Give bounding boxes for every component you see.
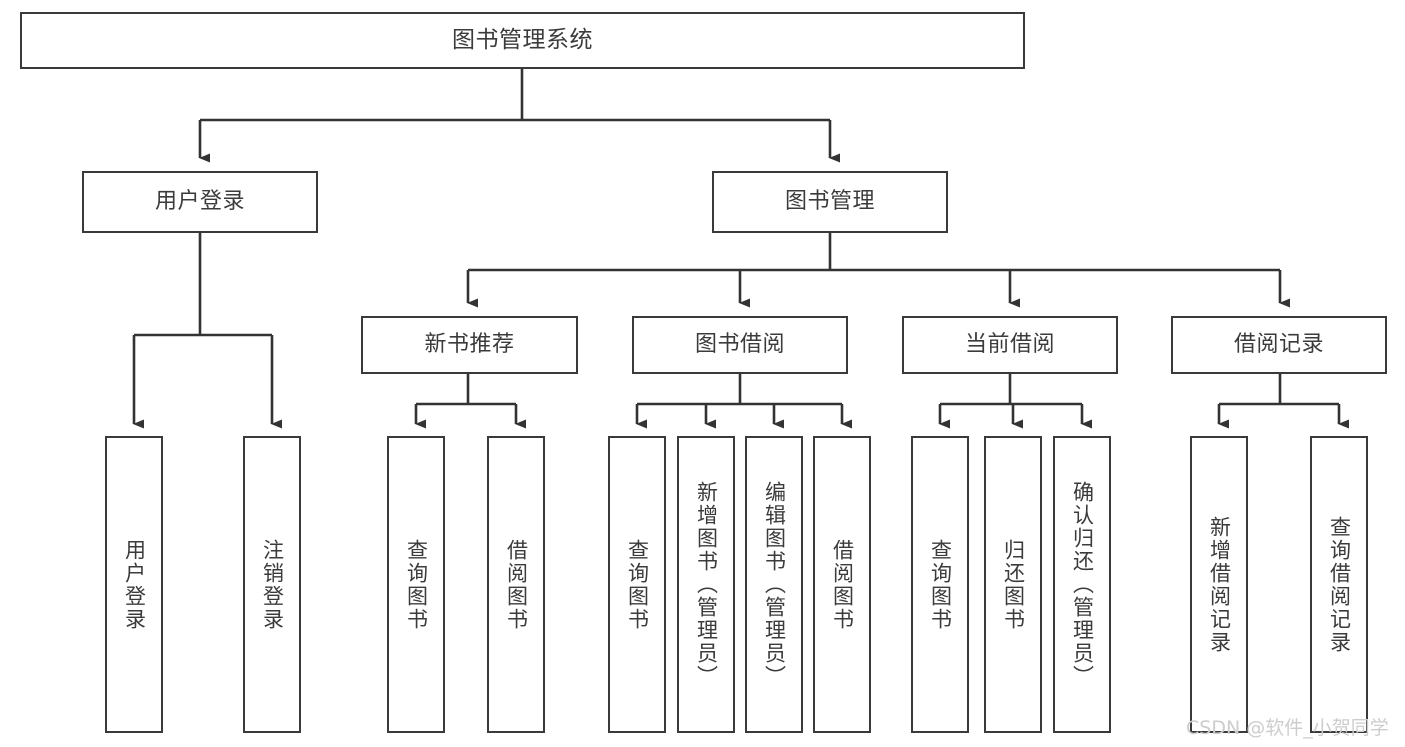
node-label: 查询图书 [404,538,429,631]
node-label: 图书借阅 [694,331,785,357]
node-label: 查询图书 [625,538,650,631]
node-leaf-user-login[interactable]: 用户登录 [105,436,163,733]
node-label: 借阅记录 [1233,331,1324,357]
node-label: 注销登录 [260,538,285,631]
node-leaf-borrow-book[interactable]: 借阅图书 [813,436,871,733]
node-leaf-edit-book-admin[interactable]: 编辑图书（管理员） [745,436,803,733]
node-label: 新书推荐 [424,331,515,357]
node-leaf-query-borrow-record[interactable]: 查询借阅记录 [1310,436,1368,733]
node-label: 确认归还（管理员） [1070,481,1095,688]
node-borrow-record[interactable]: 借阅记录 [1171,316,1387,374]
node-leaf-query-book[interactable]: 查询图书 [608,436,666,733]
node-current-borrow[interactable]: 当前借阅 [902,316,1118,374]
node-user-login[interactable]: 用户登录 [82,171,318,233]
node-leaf-confirm-return-admin[interactable]: 确认归还（管理员） [1053,436,1111,733]
node-label: 用户登录 [154,188,245,214]
node-book-management[interactable]: 图书管理 [712,171,948,233]
node-new-book-recommend[interactable]: 新书推荐 [361,316,578,374]
node-leaf-add-borrow-record[interactable]: 新增借阅记录 [1190,436,1248,733]
node-label: 归还图书 [1001,538,1026,631]
node-leaf-borrow-book-rec[interactable]: 借阅图书 [487,436,545,733]
node-leaf-add-book-admin[interactable]: 新增图书（管理员） [677,436,735,733]
node-label: 当前借阅 [964,331,1055,357]
node-book-borrow[interactable]: 图书借阅 [632,316,848,374]
node-label: 编辑图书（管理员） [762,481,787,688]
node-label: 图书管理 [784,188,875,214]
node-label: 查询借阅记录 [1327,515,1352,654]
node-leaf-query-book-rec[interactable]: 查询图书 [387,436,445,733]
node-leaf-return-book[interactable]: 归还图书 [984,436,1042,733]
node-root-system[interactable]: 图书管理系统 [20,12,1025,69]
node-label: 用户登录 [122,538,147,631]
node-label: 新增图书（管理员） [694,481,719,688]
node-leaf-logout[interactable]: 注销登录 [243,436,301,733]
watermark-text: CSDN @软件_小贺同学 [1186,717,1389,739]
node-label: 借阅图书 [830,538,855,631]
node-label: 查询图书 [928,538,953,631]
node-label: 新增借阅记录 [1207,515,1232,654]
node-label: 图书管理系统 [452,26,593,53]
node-leaf-query-book-current[interactable]: 查询图书 [911,436,969,733]
node-label: 借阅图书 [504,538,529,631]
